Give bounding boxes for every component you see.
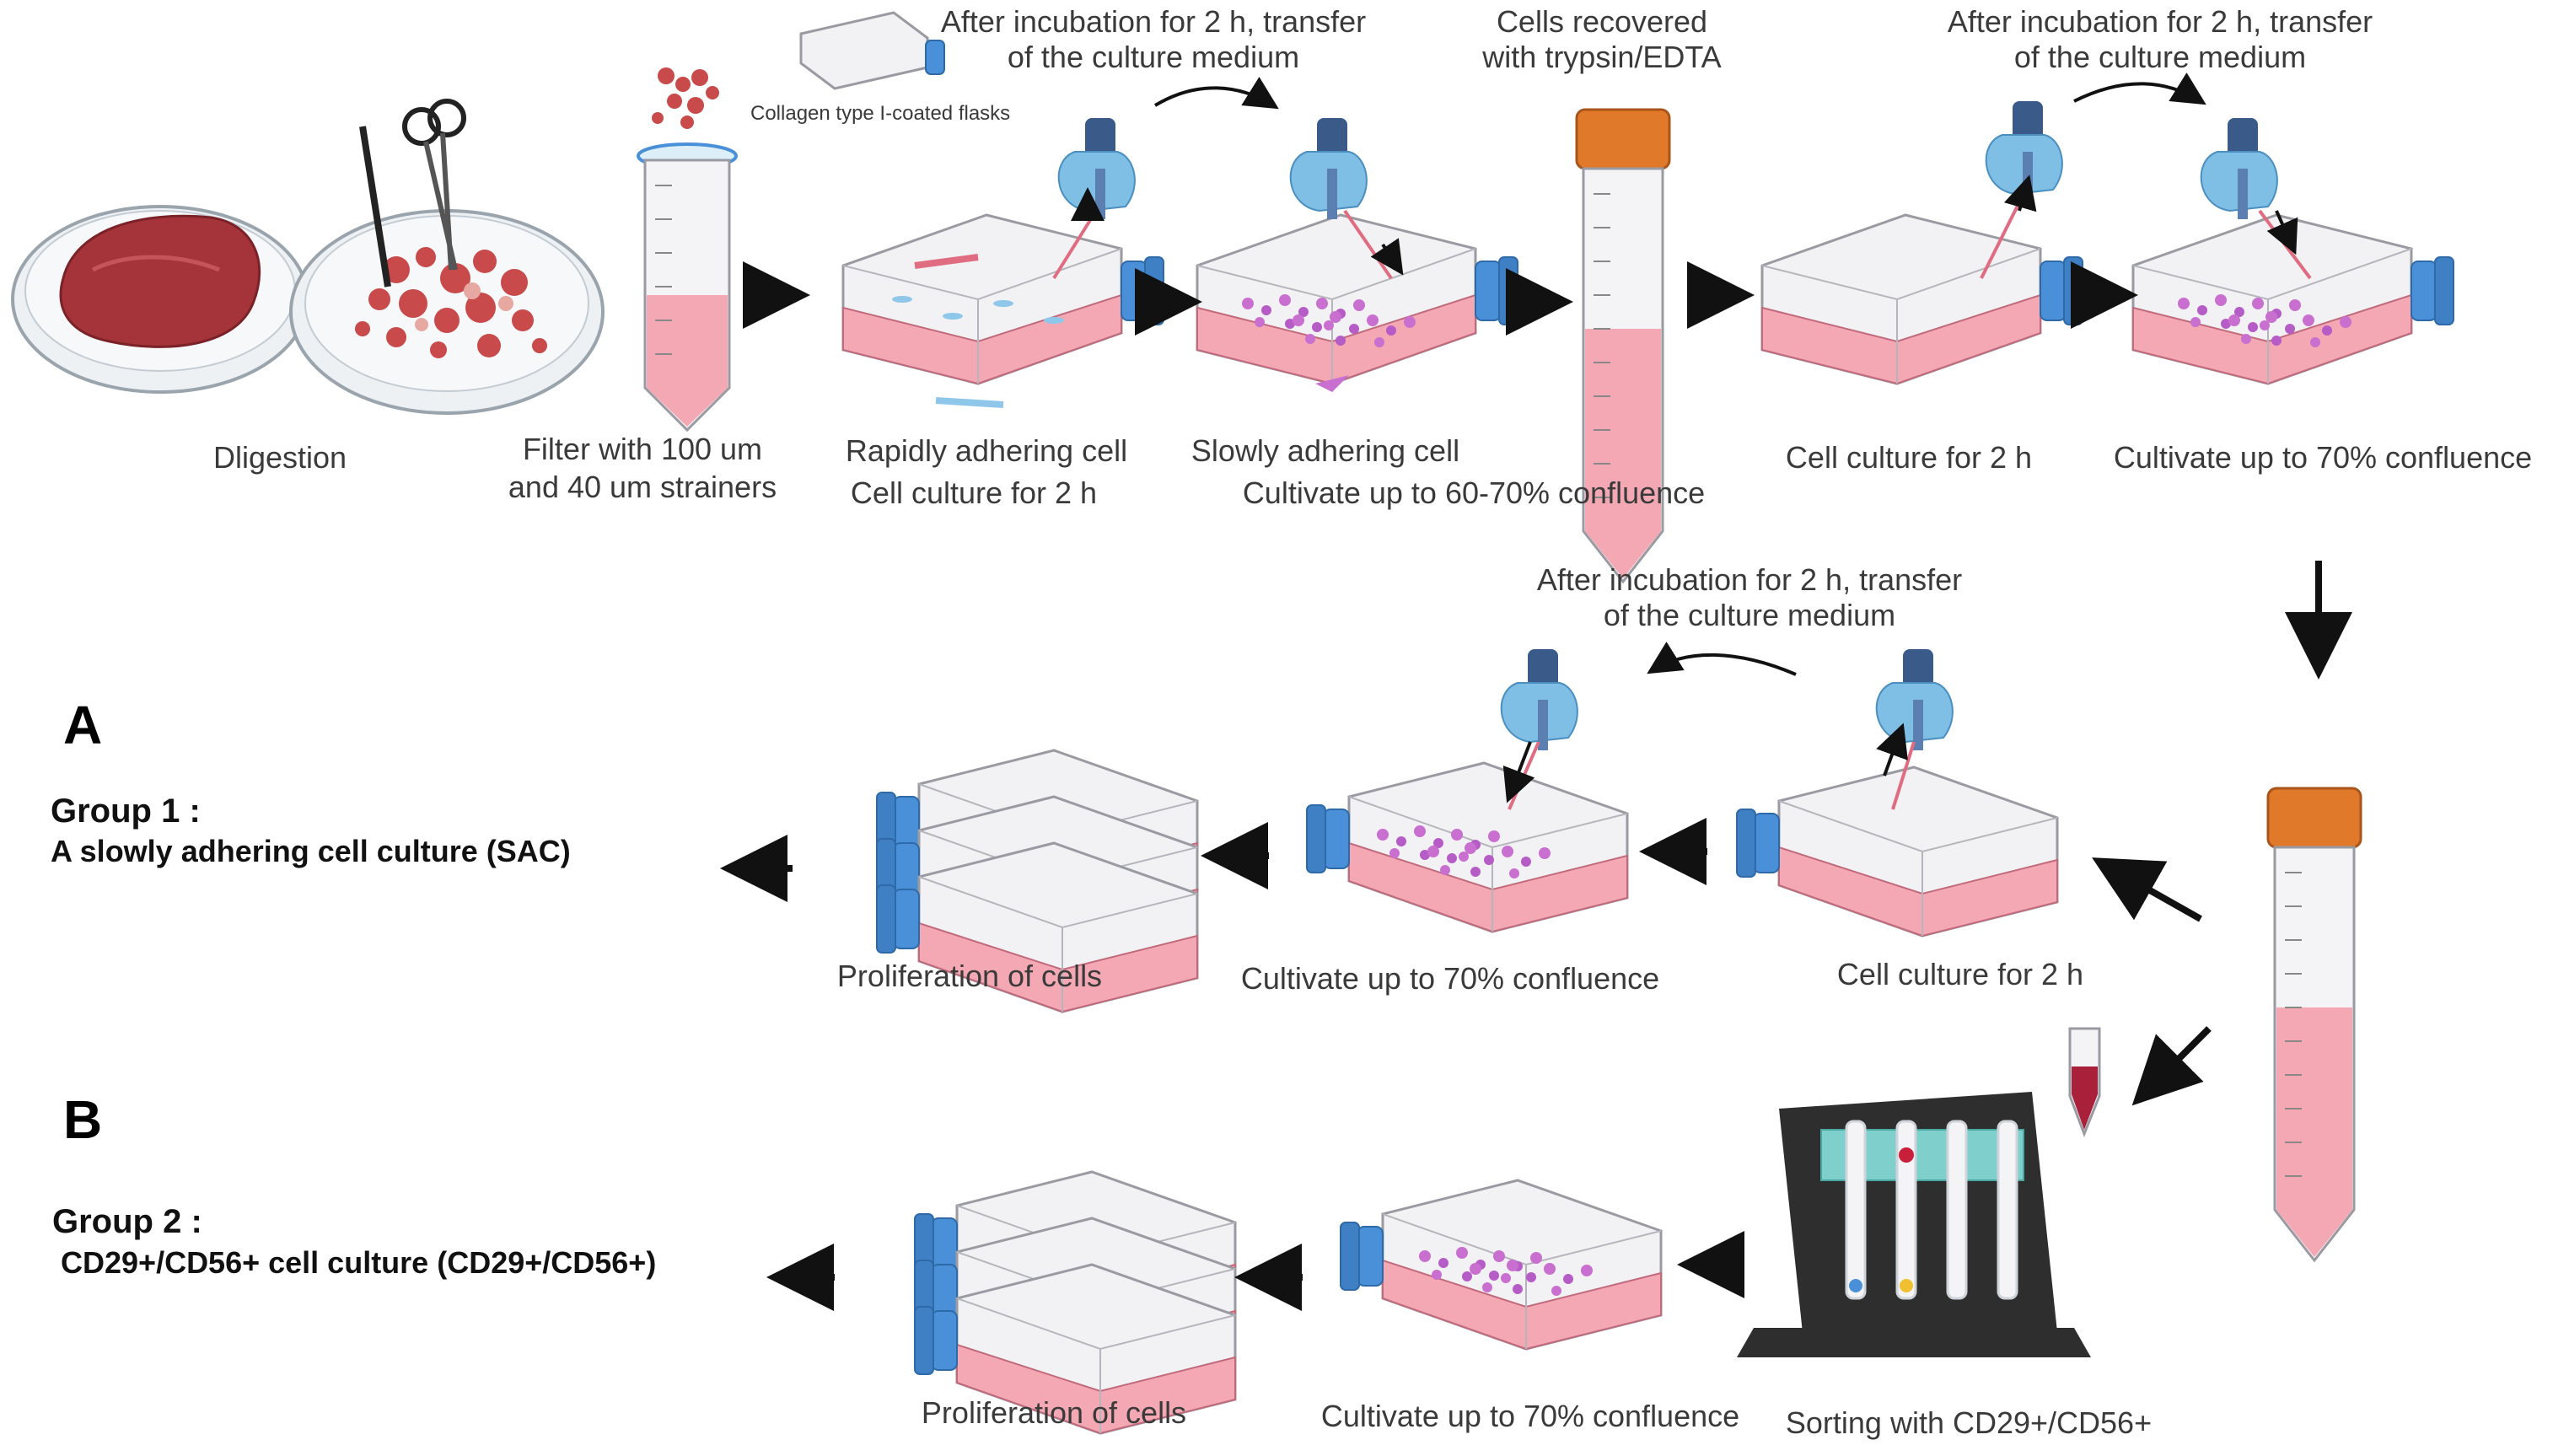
flask-cultivate-70-top <box>2131 117 2455 385</box>
label-cultivate-70-a: Cultivate up to 70% confluence <box>1241 961 1659 996</box>
tube-trypsin <box>1575 108 1671 583</box>
sorting-rack <box>1737 1027 2101 1357</box>
flask-cultivate-70-b <box>1339 1179 1663 1351</box>
letter-b: B <box>63 1089 102 1150</box>
label-slow-line1: Slowly adhering cell <box>1191 433 1459 468</box>
label-recovered-line2: with trypsin/EDTA <box>1481 40 1721 74</box>
label-culture-2h-a: Cell culture for 2 h <box>1837 957 2083 991</box>
tube-row-a <box>2266 787 2362 1262</box>
flask-culture-2h-a <box>1735 648 2059 938</box>
top-row-arrows <box>743 73 2352 680</box>
filter-tube <box>637 67 738 433</box>
group2-title: Group 2 : <box>52 1203 202 1240</box>
label-sorting: Sorting with CD29+/CD56+ <box>1786 1405 2152 1440</box>
label-prolif-b: Proliferation of cells <box>922 1395 1186 1430</box>
letter-a: A <box>63 695 102 755</box>
flask-stack-b <box>913 1170 1237 1435</box>
label-transfer3-line1: After incubation for 2 h, transfer <box>1537 562 1962 597</box>
label-transfer2-line1: After incubation for 2 h, transfer <box>1948 4 2373 39</box>
label-digestion: Dligestion <box>213 440 347 475</box>
group1-desc: A slowly adhering cell culture (SAC) <box>51 834 571 868</box>
label-slow-line2: Cultivate up to 60-70% confluence <box>1243 475 1705 510</box>
label-transfer1-line1: After incubation for 2 h, transfer <box>941 4 1366 39</box>
label-rapid-line1: Rapidly adhering cell <box>846 433 1127 468</box>
label-cultivate-70-b: Cultivate up to 70% confluence <box>1321 1399 1739 1433</box>
collagen-flask-icon <box>799 11 945 90</box>
flask-slow-adhering <box>1196 117 1519 392</box>
label-filter-line1: Filter with 100 um <box>523 432 762 466</box>
flask-cultivate-70-a <box>1305 648 1629 933</box>
group2-desc: CD29+/CD56+ cell culture (CD29+/CD56+) <box>61 1245 656 1280</box>
flask-rapid-adhering <box>841 117 1165 408</box>
label-transfer2-line2: of the culture medium <box>2014 40 2306 74</box>
petri-dish-tissue <box>11 205 309 394</box>
label-cultivate-70-top: Cultivate up to 70% confluence <box>2114 440 2532 475</box>
label-prolif-a: Proliferation of cells <box>837 959 1102 993</box>
label-filter-line2: and 40 um strainers <box>508 470 777 504</box>
group1-title: Group 1 : <box>51 792 201 830</box>
label-recovered-line1: Cells recovered <box>1497 4 1707 39</box>
label-transfer3-line2: of the culture medium <box>1604 598 1895 632</box>
label-culture-2h-top: Cell culture for 2 h <box>1786 440 2032 475</box>
label-collagen: Collagen type I-coated flasks <box>750 102 1010 125</box>
row-a-arrows <box>720 642 2202 922</box>
flask-culture-2h-top <box>1760 100 2084 385</box>
row-b-arrows <box>766 1026 2212 1311</box>
label-transfer1-line2: of the culture medium <box>1008 40 1299 74</box>
petri-dish-digested <box>289 99 605 415</box>
label-rapid-line2: Cell culture for 2 h <box>851 475 1097 510</box>
